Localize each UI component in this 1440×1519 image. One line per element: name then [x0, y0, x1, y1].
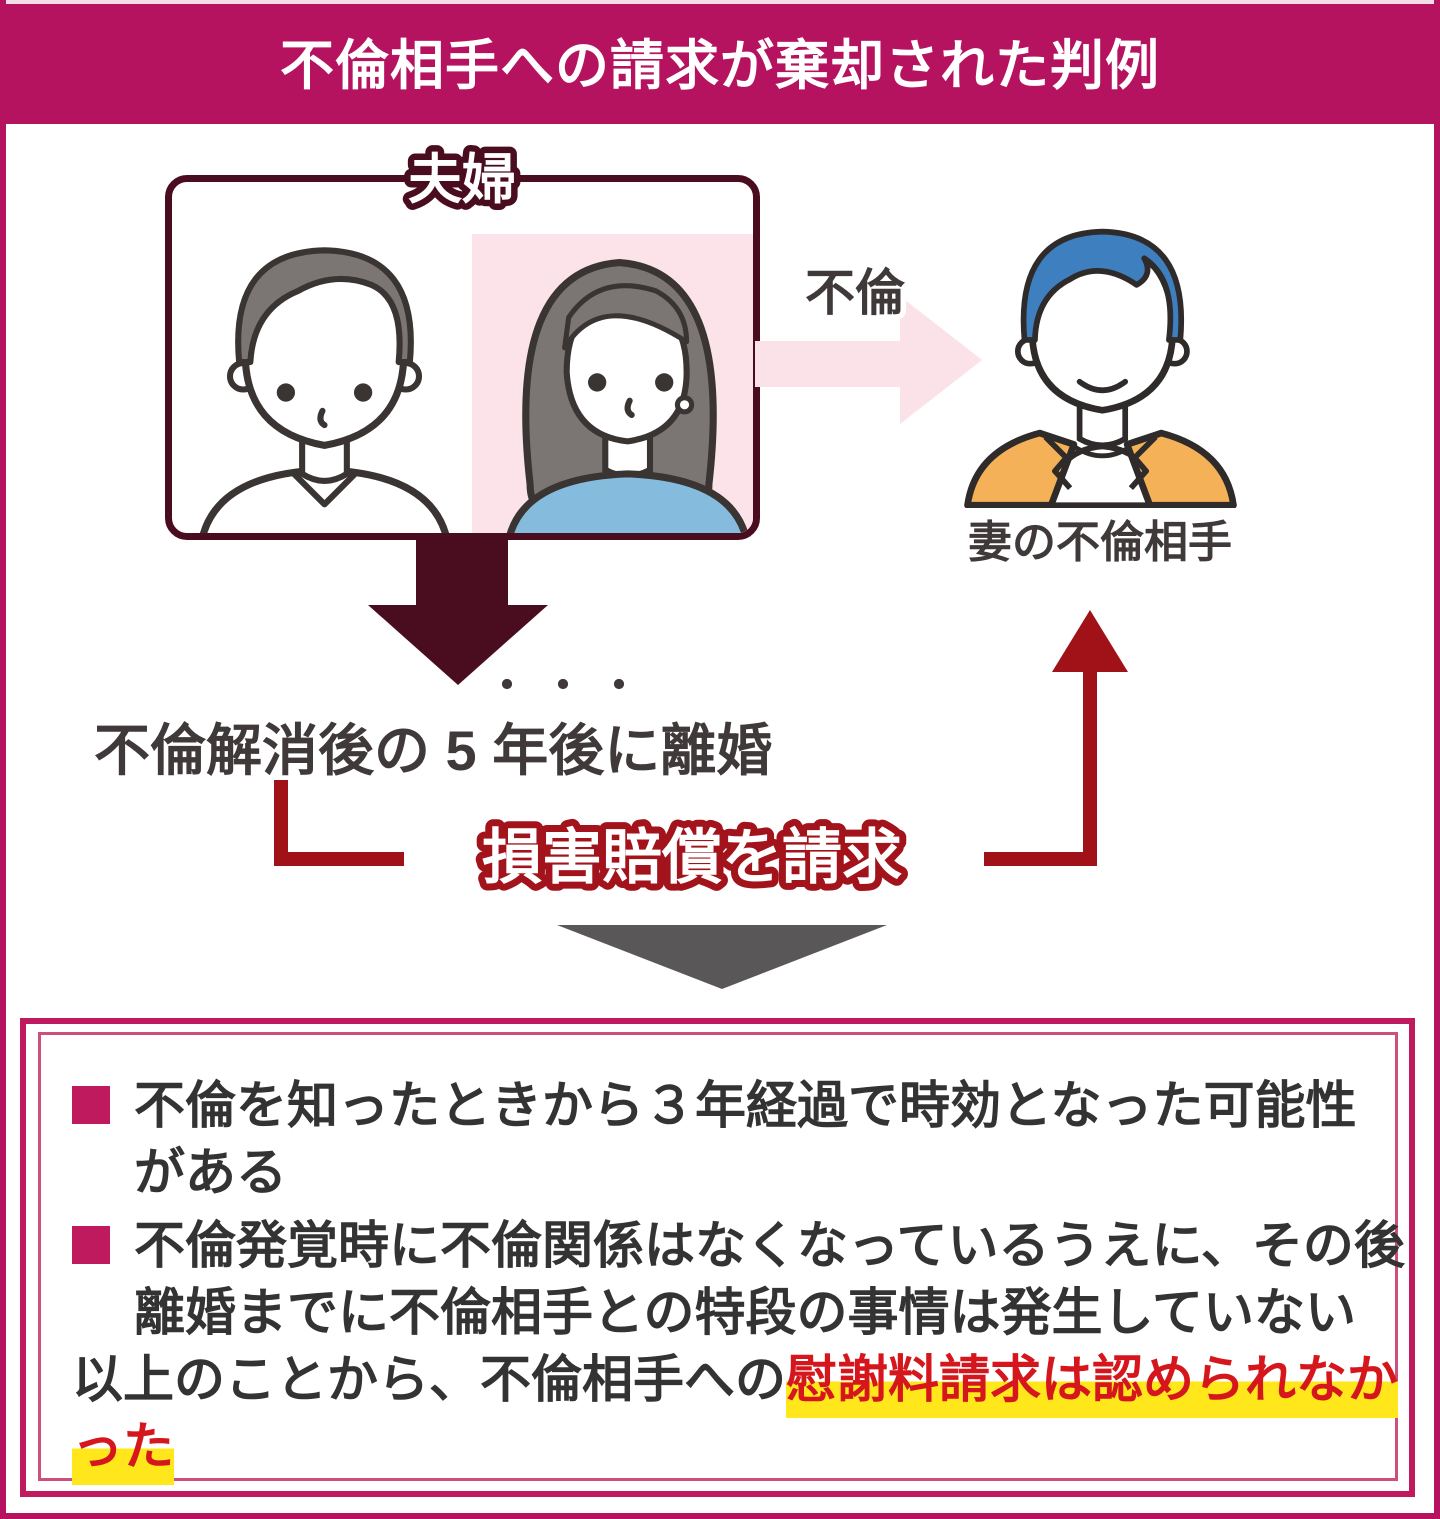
- couple-label-text: 夫婦: [408, 150, 516, 210]
- divorce-arrow-head: [368, 605, 548, 685]
- frame-right: [1434, 0, 1440, 1519]
- partner-lapel-left: [1043, 434, 1073, 491]
- husband-nose: [317, 407, 328, 429]
- claim-label-text: 損害賠償を請求: [482, 824, 902, 891]
- husband-eye-left: [276, 383, 296, 402]
- divorce-text: 不倫解消後の 5 年後に離婚: [94, 719, 773, 782]
- claim-arrow-up-head: [1052, 610, 1128, 672]
- bullet1-line2: がある: [134, 1144, 288, 1201]
- wife-torso: [506, 470, 749, 533]
- husband-hair: [235, 247, 414, 366]
- affair-label-text: 不倫: [805, 265, 906, 321]
- couple-label: 夫婦: [402, 144, 523, 217]
- result-box-inner: [38, 1032, 1398, 1481]
- partner-hair: [1020, 228, 1185, 343]
- partner-jacket-left: [964, 429, 1078, 508]
- affair-arrow-shaft: [755, 341, 901, 387]
- affair-partner-illustration: [964, 228, 1237, 508]
- conclusion-highlight-2: った: [72, 1417, 175, 1485]
- header-band: 不倫相手への請求が棄却された判例: [0, 4, 1440, 124]
- husband-neck: [299, 435, 350, 484]
- claim-connector-left-vertical: [274, 780, 288, 866]
- partner-jacket-right: [1123, 429, 1237, 508]
- claim-label: 損害賠償を請求: [475, 817, 909, 898]
- wife-nose: [624, 397, 635, 418]
- wife-fringe: [562, 283, 690, 351]
- conclusion-highlight-1: 慰謝料請求は認められなか: [786, 1350, 1399, 1418]
- conclusion-line2: った: [72, 1417, 175, 1485]
- partner-smile: [1076, 378, 1129, 394]
- frame-bottom: [0, 1513, 1440, 1519]
- wife-eye-right: [655, 373, 674, 392]
- husband-collar: [289, 469, 360, 508]
- claim-connector-right-vertical: [1083, 668, 1097, 866]
- husband-illustration: [200, 247, 449, 533]
- top-strip: [0, 0, 1440, 4]
- wife-earring: [674, 395, 695, 415]
- frame-left: [0, 0, 6, 1519]
- couple-box: [165, 175, 760, 540]
- husband-eye-right: [353, 383, 373, 402]
- bullet2-line1: 不倫発覚時に不倫関係はなくなっているうえに、その後: [134, 1217, 1405, 1274]
- partner-lapel-right: [1128, 434, 1158, 491]
- wife-eye-left: [588, 373, 607, 392]
- conclusion-prefix: 以上のことから、不倫相手への: [72, 1351, 787, 1408]
- wife-illustration: [506, 258, 749, 533]
- page-title: 不倫相手への請求が棄却された判例: [280, 36, 1160, 96]
- result-pointer-triangle: [557, 925, 887, 989]
- ellipsis-dots: ・・・: [486, 662, 655, 709]
- conclusion-line1: 以上のことから、不倫相手への慰謝料請求は認められなか: [72, 1350, 1399, 1418]
- divorce-arrow-shaft: [416, 533, 508, 605]
- bullet-square-1: [72, 1086, 110, 1124]
- affair-arrow-head: [900, 296, 982, 424]
- bullet-square-2: [72, 1226, 110, 1264]
- bullet2-line2: 離婚までに不倫相手との特段の事情は発生していない: [134, 1284, 1356, 1341]
- affair-arrow-label: 不倫: [800, 260, 912, 327]
- claim-connector-left-horizontal: [274, 852, 404, 866]
- affair-partner-label: 妻の不倫相手: [968, 518, 1232, 567]
- claim-connector-right-horizontal: [984, 852, 1090, 866]
- bullet1-line1: 不倫を知ったときから３年経過で時効となった可能性: [134, 1077, 1357, 1134]
